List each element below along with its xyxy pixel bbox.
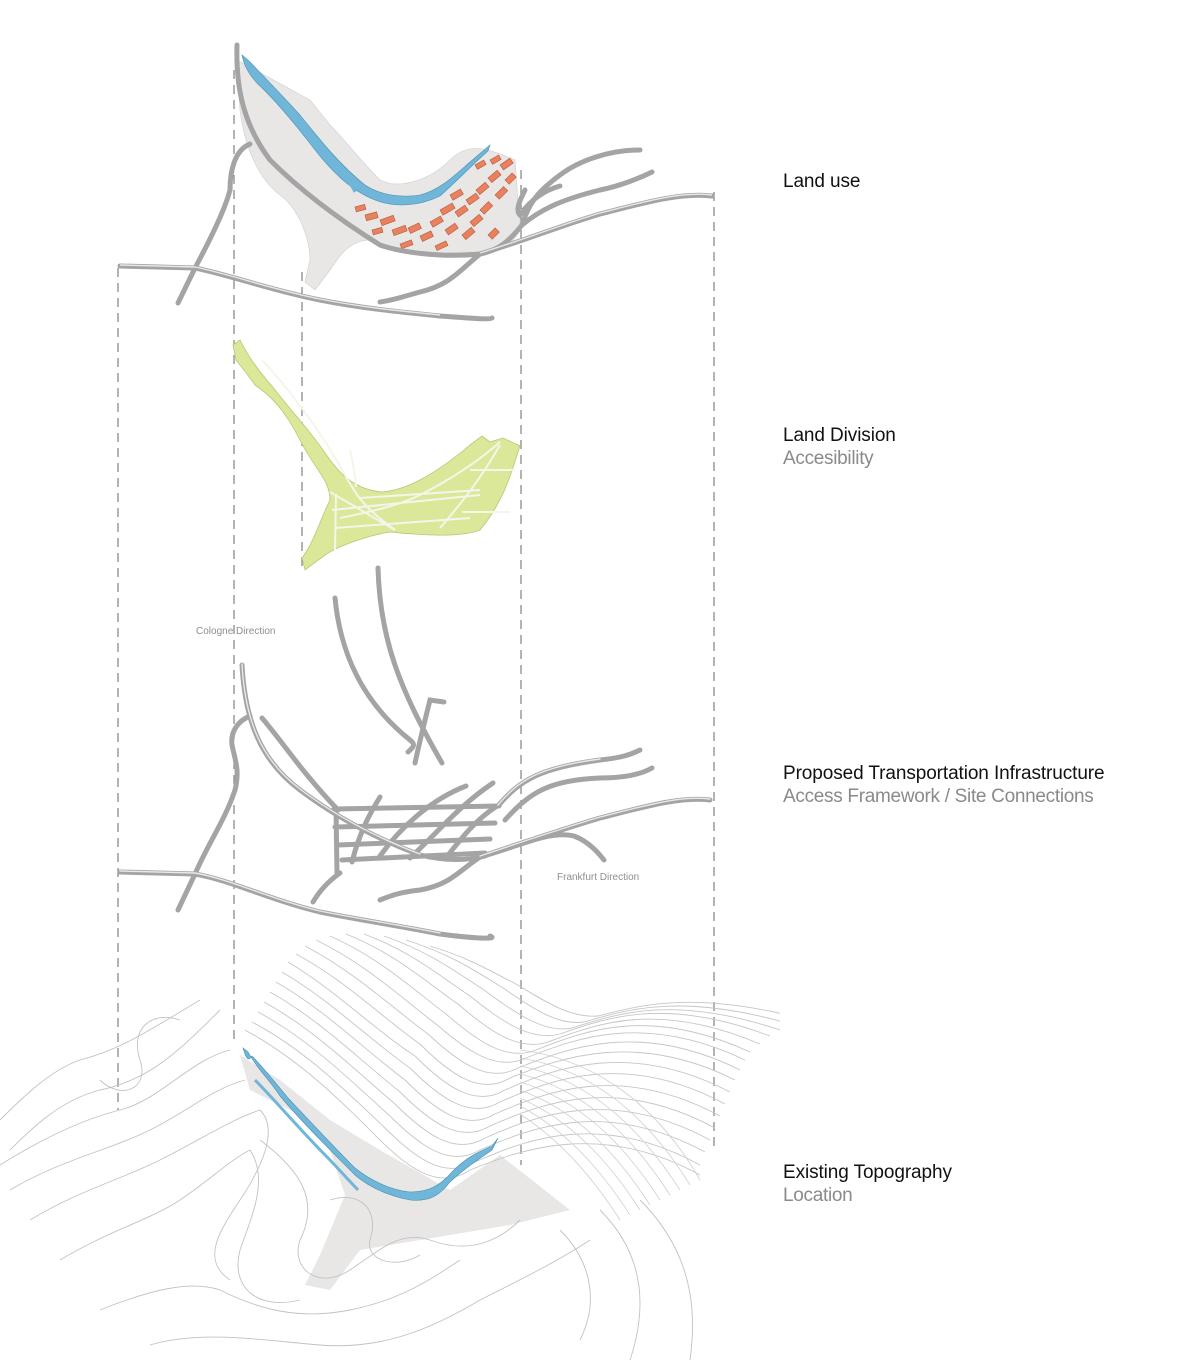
guide-lines (117, 70, 715, 1165)
topo-river (242, 1047, 499, 1201)
frankfurt-direction-label: Frankfurt Direction (557, 872, 640, 883)
transportation-layer (117, 565, 713, 941)
topography-layer (0, 933, 780, 1361)
buildings (354, 154, 517, 251)
layer-subtitle: Accesibility (783, 448, 874, 469)
land-use-river (241, 54, 491, 206)
land-use-layer (117, 42, 715, 322)
layer-title: Existing Topography (783, 1162, 952, 1183)
cologne-direction-label: Cologne Direction (196, 626, 276, 637)
layer-title: Land use (783, 171, 861, 192)
layer-label-land-use: Land use (783, 170, 860, 193)
layer-subtitle: Location (783, 1185, 853, 1206)
topo-site-area (240, 1055, 570, 1290)
layer-label-land-division: Land Division Accesibility (783, 424, 896, 470)
layer-label-topography: Existing Topography Location (783, 1161, 952, 1207)
layer-subtitle: Access Framework / Site Connections (783, 786, 1094, 807)
layer-title: Land Division (783, 425, 896, 446)
layer-title: Proposed Transportation Infrastructure (783, 763, 1105, 784)
land-division-layer (232, 339, 521, 571)
layer-label-transportation: Proposed Transportation Infrastructure A… (783, 762, 1105, 808)
